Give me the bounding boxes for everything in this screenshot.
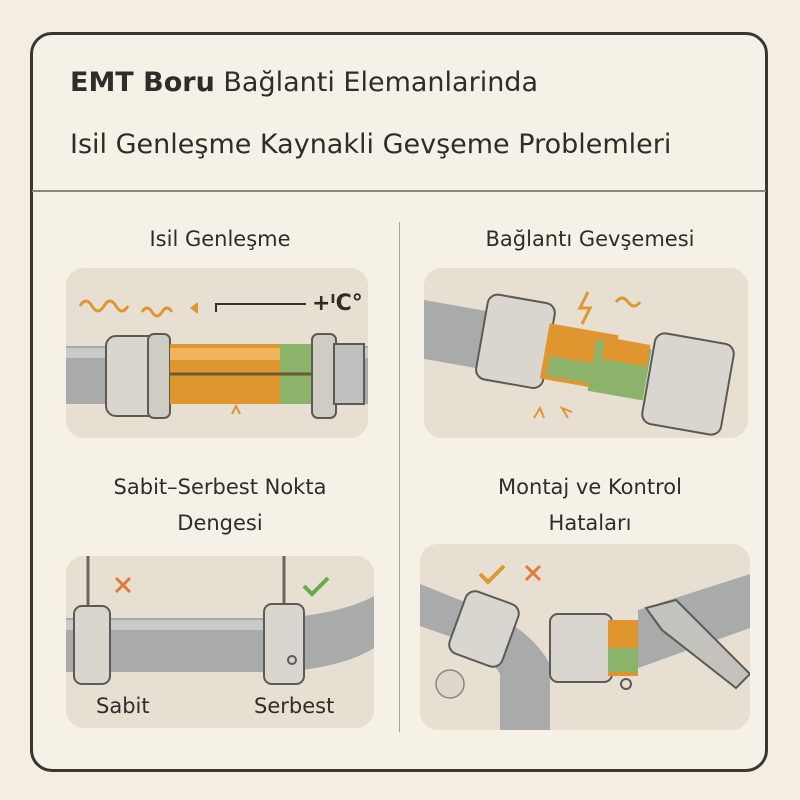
title-rest: Bağlanti Elemanlarinda [214, 67, 538, 98]
check-icon [302, 576, 330, 597]
wrench-icon [644, 598, 750, 690]
assembly-title-line-1: Montaj ve Kontrol [498, 475, 682, 499]
check-icon [478, 564, 506, 585]
page-title-line-2: Isil Genleşme Kaynakli Gevşeme Problemle… [70, 129, 672, 160]
cross-icon [524, 564, 542, 582]
page-title-line-1: EMT Boru Bağlanti Elemanlarinda [70, 66, 760, 100]
assembly-title-line-2: Hataları [548, 511, 632, 535]
fixed-free-title-line-2: Dengesi [177, 511, 263, 535]
heat-wave-icon [78, 299, 130, 313]
assembly-panel-title: Montaj ve Kontrol Hataları [420, 472, 760, 538]
loosening-panel-title: Bağlantı Gevşemesi [485, 227, 695, 251]
assembly-error-illustration [420, 544, 750, 730]
thermal-panel-title: Isil Genleşme [149, 227, 291, 251]
temperature-label: +ᴵC° [312, 291, 363, 316]
title-divider [32, 190, 766, 192]
fixed-label: Sabit [96, 694, 150, 718]
cross-icon [114, 576, 132, 594]
free-label: Serbest [254, 694, 335, 718]
connection-loosening-illustration [424, 268, 748, 438]
fixed-free-title-line-1: Sabit–Serbest Nokta [113, 475, 327, 499]
column-divider [399, 222, 400, 732]
fixed-free-point-illustration [66, 556, 374, 728]
lightning-icon [577, 291, 593, 325]
fixed-free-panel-title: Sabit–Serbest Nokta Dengesi [60, 472, 380, 538]
expansion-arrow-icon [215, 303, 306, 312]
thermal-expansion-illustration: +ᴵC° [66, 268, 368, 438]
title-bold: EMT Boru [70, 67, 215, 98]
